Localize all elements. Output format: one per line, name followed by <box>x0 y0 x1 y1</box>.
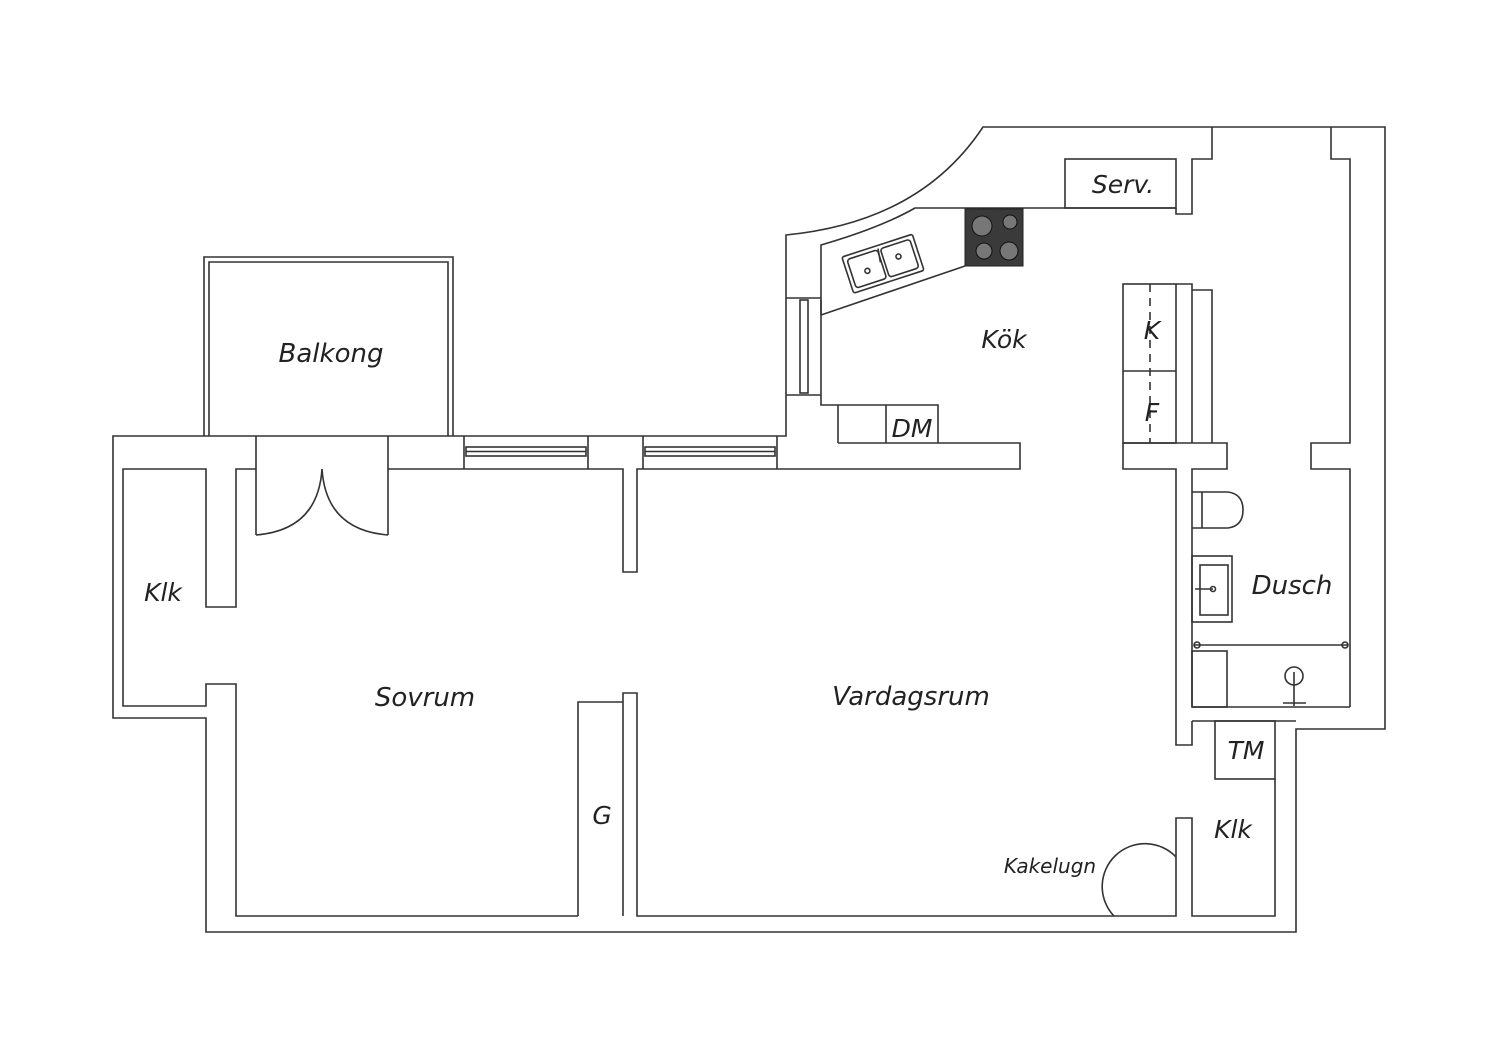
bath-shelf <box>1191 650 1228 708</box>
label-tm: TM <box>1228 736 1265 765</box>
window-1 <box>463 436 589 469</box>
upper-right-wall <box>1175 127 1351 707</box>
shower-head-icon <box>1283 666 1306 706</box>
kakelugn-icon <box>1101 842 1177 917</box>
kitchen-counter <box>820 207 1176 316</box>
balcony <box>203 256 454 436</box>
hob-burner <box>971 215 993 237</box>
balcony-door[interactable] <box>255 436 389 536</box>
label-dusch: Dusch <box>1252 571 1333 601</box>
bathroom-bottom-wall <box>1192 706 1350 722</box>
hob-burner <box>1002 214 1018 230</box>
tm-box <box>1214 720 1276 780</box>
label-k: K <box>1144 316 1163 345</box>
kitchen-bath-wall <box>1122 283 1228 746</box>
label-kok: Kök <box>981 325 1028 354</box>
serv-box <box>1064 158 1177 209</box>
shower-rail <box>1193 641 1349 649</box>
kitchen-window <box>786 297 821 396</box>
kitchen-left-wall <box>820 300 939 443</box>
washbasin-icon <box>1191 555 1233 623</box>
sink-icon <box>841 233 925 294</box>
inner-wall-top <box>388 442 1021 573</box>
window-2 <box>642 436 778 469</box>
label-serv: Serv. <box>1092 170 1154 199</box>
label-sovrum: Sovrum <box>375 683 475 713</box>
closet-right <box>577 692 1276 917</box>
label-balkong: Balkong <box>279 339 384 369</box>
label-klk-right: Klk <box>1214 815 1253 844</box>
label-dm: DM <box>892 414 933 443</box>
label-g: G <box>592 801 611 830</box>
hob-burner <box>999 241 1019 261</box>
label-vardagsrum: Vardagsrum <box>832 682 990 712</box>
outer-wall <box>112 126 1386 933</box>
toilet-icon <box>1192 491 1244 529</box>
label-kakelugn: Kakelugn <box>1004 854 1096 878</box>
hob-burner <box>975 242 993 260</box>
label-f: F <box>1145 398 1160 427</box>
inner-wall-left <box>122 468 578 917</box>
label-klk-left: Klk <box>144 578 183 607</box>
